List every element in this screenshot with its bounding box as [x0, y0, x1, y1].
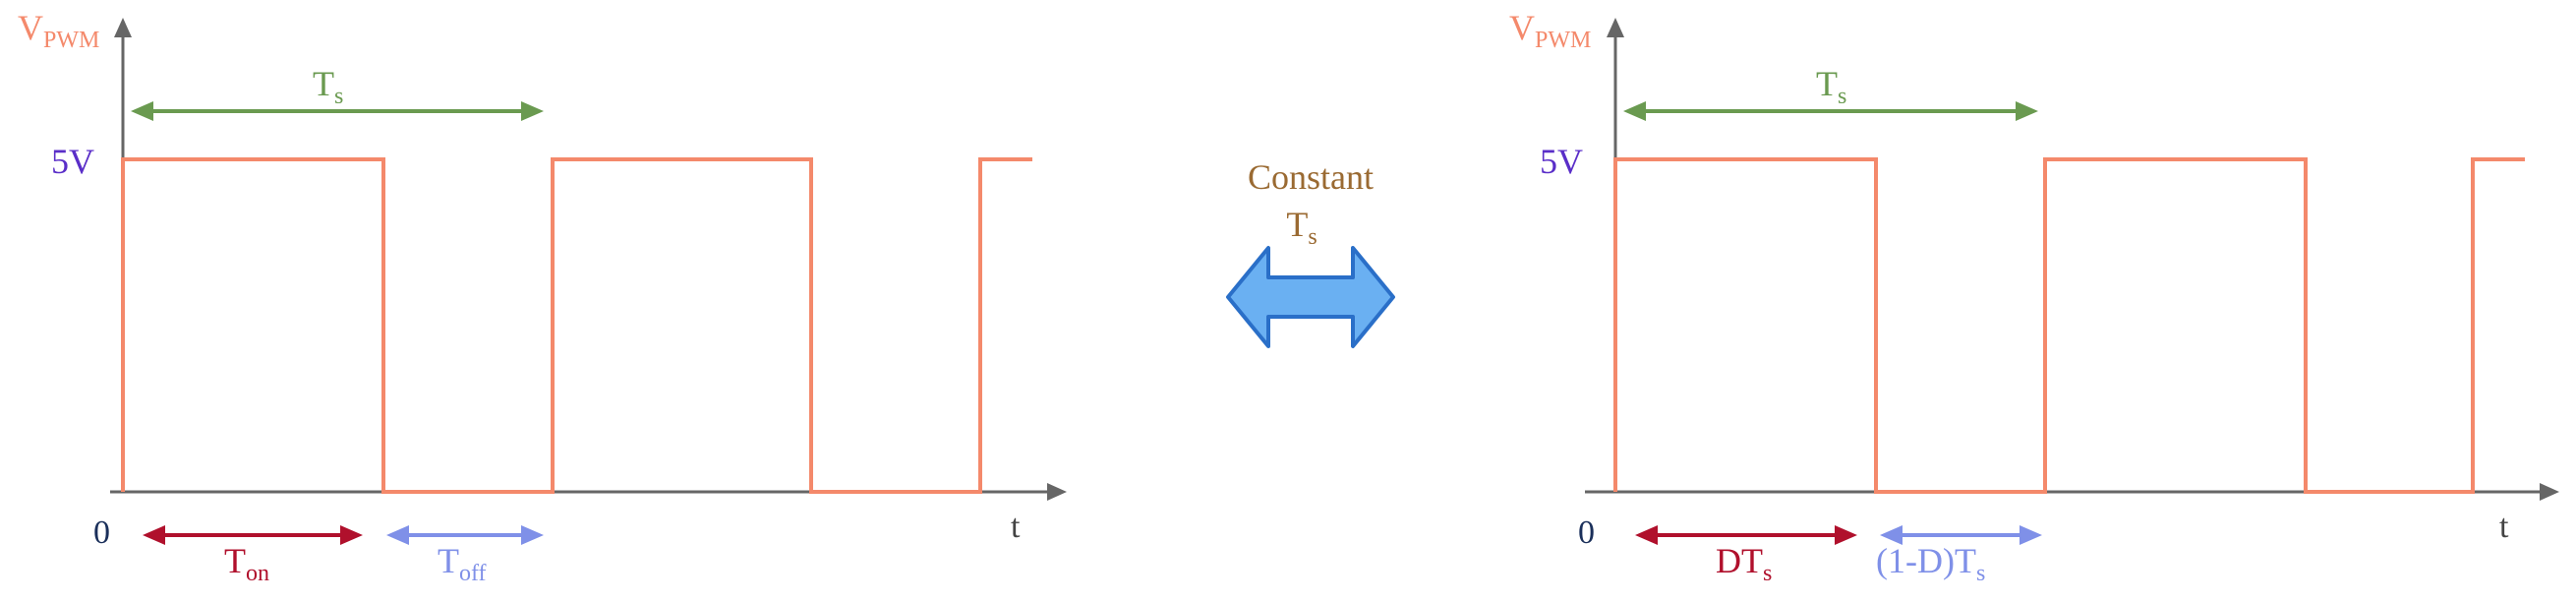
right-x-axis-label: t — [2499, 509, 2509, 545]
left-period-label: Ts — [313, 64, 343, 109]
right-y-axis-label: VPWM — [1509, 8, 1591, 53]
left-y-axis-label: VPWM — [18, 8, 99, 53]
left-x-axis-arrowhead — [1047, 483, 1067, 501]
center-line2: Ts — [1286, 205, 1317, 250]
right-origin-label: 0 — [1578, 514, 1595, 551]
right-x-axis-arrowhead — [2540, 483, 2559, 501]
right-period-label: Ts — [1816, 64, 1846, 109]
right-level-label: 5V — [1540, 142, 1583, 181]
center-line1: Constant — [1248, 157, 1374, 197]
left-level-label: 5V — [51, 142, 94, 181]
left-off-time-arrow — [386, 525, 544, 545]
double-arrow-icon — [1226, 246, 1395, 348]
right-on-time-label: DTs — [1716, 541, 1772, 586]
right-off-time-label: (1-D)Ts — [1876, 541, 1985, 586]
right-on-time-arrow — [1635, 525, 1857, 545]
left-period-arrow — [131, 101, 544, 121]
left-x-axis-label: t — [1011, 509, 1021, 545]
left-on-time-arrow — [143, 525, 363, 545]
right-off-time-arrow — [1880, 525, 2042, 545]
center-group: Constant Ts — [1226, 157, 1395, 348]
left-pwm-waveform — [121, 157, 1032, 494]
right-pwm-waveform — [1613, 157, 2525, 494]
left-diagram: VPWM 5V 0 t Ts Ton Toff — [18, 8, 1067, 586]
left-on-time-label: Ton — [224, 541, 269, 586]
right-y-axis-arrowhead — [1607, 18, 1624, 37]
left-y-axis-arrowhead — [114, 18, 132, 37]
left-off-time-label: Toff — [438, 541, 487, 586]
right-period-arrow — [1623, 101, 2038, 121]
left-origin-label: 0 — [93, 514, 110, 551]
right-diagram: VPWM 5V 0 t Ts DTs (1-D)Ts — [1509, 8, 2559, 586]
